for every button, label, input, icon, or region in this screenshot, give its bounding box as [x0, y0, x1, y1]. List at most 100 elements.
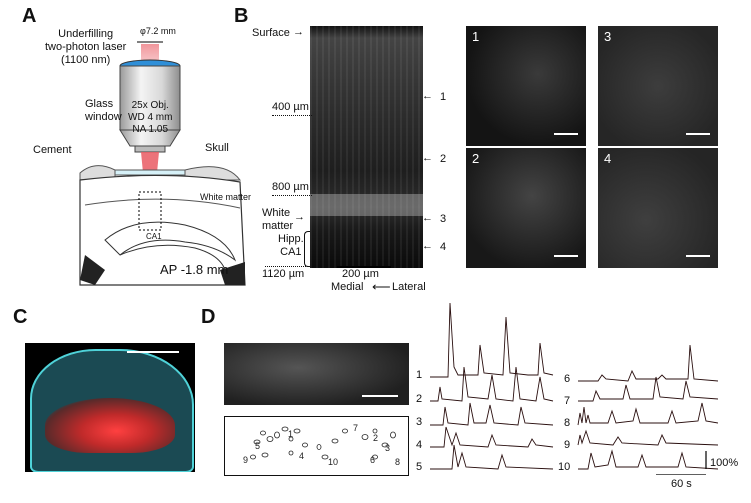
depth-800-label: 800 µm	[272, 181, 309, 193]
trace-2	[430, 366, 554, 402]
roi-label-1: 1	[288, 429, 293, 439]
trace-7	[578, 376, 718, 402]
depth-400-line	[272, 115, 312, 116]
beam-diameter-label: φ7.2 mm	[140, 26, 176, 36]
depth-arrow-label-1: 1	[440, 91, 447, 103]
inset-image-2: 2	[466, 148, 586, 268]
laser-label: Underfilling two-photon laser (1100 nm)	[45, 28, 127, 66]
roi-label-7: 7	[353, 423, 358, 433]
depth-400-label: 400 µm	[272, 101, 309, 113]
inset-label-1: 1	[472, 29, 480, 44]
depth-arrow-label-2: 2	[440, 153, 447, 165]
fov-scalebar	[362, 395, 398, 397]
brain-slice-image	[25, 343, 195, 472]
roi-contours: 1 2 3 4 5 6 7 8 9 10	[243, 423, 400, 467]
depth-stack-image	[310, 26, 423, 268]
trace-6	[578, 344, 718, 382]
depth-1120-line	[265, 266, 310, 267]
objective-specs: 25x Obj. WD 4 mm NA 1.05	[128, 100, 173, 135]
depth-800-line	[272, 195, 312, 196]
inset-scalebar-3	[686, 133, 710, 135]
panel-b-letter: B	[234, 5, 249, 27]
hippocampus-fluorescence	[45, 398, 175, 453]
white-matter-band	[84, 198, 241, 209]
objective-tip	[134, 145, 166, 153]
ventricle	[80, 255, 105, 285]
trace-label-8: 8	[564, 417, 571, 429]
trace-9	[577, 429, 718, 446]
trace-4	[430, 426, 554, 448]
hippocampus-outline	[104, 221, 237, 262]
trace-label-10: 10	[558, 461, 571, 473]
inset-label-3: 3	[604, 29, 612, 44]
roi-label-8: 8	[395, 457, 400, 467]
white-matter-label: White matter	[200, 192, 252, 202]
inset-scalebar-1	[554, 133, 578, 135]
y-scale-label: 100%	[710, 457, 739, 469]
panel-a-schematic	[79, 41, 246, 286]
roi-label-6: 6	[370, 455, 375, 465]
white-matter-label-b: White matter	[262, 207, 294, 232]
ca1-label: CA1	[146, 232, 162, 241]
medial-lateral-arrow: ⟵	[372, 279, 391, 294]
depth-arrow-2: ←	[422, 152, 433, 164]
inset-scalebar-4	[686, 255, 710, 257]
hipp-ca1-label: Hipp. CA1	[278, 233, 304, 258]
inset-label-4: 4	[604, 151, 612, 166]
trace-10	[578, 449, 718, 470]
ventricle-right	[220, 262, 245, 285]
trace-label-7: 7	[564, 395, 571, 407]
roi-label-2: 2	[373, 433, 378, 443]
panel-d-letter: D	[201, 306, 216, 328]
depth-scale-label: 200 µm	[342, 268, 379, 280]
skull-label: Skull	[205, 142, 229, 154]
objective-taper	[119, 129, 181, 147]
x-scale-label: 60 s	[671, 478, 692, 490]
roi-label-4: 4	[299, 451, 304, 461]
roi-label-9: 9	[243, 455, 248, 465]
surface-label: Surface	[252, 27, 290, 39]
depth-arrow-1: ←	[422, 90, 433, 102]
trace-label-1: 1	[416, 369, 423, 381]
depth-arrow-4: ←	[422, 240, 433, 252]
white-matter-band-image	[310, 194, 423, 216]
trace-label-6: 6	[564, 373, 571, 385]
fov-image	[224, 343, 409, 405]
trace-1	[430, 302, 554, 378]
roi-label-3: 3	[385, 443, 390, 453]
hipp-bracket	[304, 231, 310, 267]
cement-label: Cement	[33, 144, 72, 156]
inset-scalebar-2	[554, 255, 578, 257]
inset-label-2: 2	[472, 151, 480, 166]
inset-image-4: 4	[598, 148, 718, 268]
trace-label-4: 4	[416, 439, 423, 451]
calcium-traces	[430, 302, 718, 475]
roi-label-5: 5	[255, 441, 260, 451]
depth-arrow-3: ←	[422, 212, 433, 224]
surface-arrow: →	[293, 26, 304, 38]
trace-3	[430, 402, 554, 426]
depth-arrow-label-4: 4	[440, 241, 447, 253]
depth-stack-streaks	[310, 26, 423, 268]
trace-8	[577, 402, 718, 426]
brain-slice-scalebar	[127, 351, 179, 353]
white-matter-arrow: →	[294, 211, 305, 223]
trace-label-3: 3	[416, 416, 423, 428]
roi-map: 1 2 3 4 5 6 7 8 9 10	[224, 416, 409, 476]
depth-1120-label: 1120 µm	[262, 268, 305, 280]
hippocampus-inner	[119, 244, 226, 271]
glass-window-label: Glass window	[85, 98, 122, 123]
panel-a-letter: A	[22, 5, 37, 27]
depth-scalebar	[337, 266, 391, 268]
medial-label: Medial	[331, 281, 364, 293]
inset-image-3: 3	[598, 26, 718, 146]
ap-label: AP -1.8 mm	[160, 262, 229, 277]
trace-label-5: 5	[416, 461, 423, 473]
panel-c-letter: C	[13, 306, 28, 328]
trace-label-9: 9	[564, 439, 571, 451]
trace-5	[430, 444, 554, 470]
inset-image-1: 1	[466, 26, 586, 146]
roi-label-10: 10	[328, 457, 338, 467]
depth-arrow-label-3: 3	[440, 213, 447, 225]
imaging-field-box	[138, 191, 162, 231]
